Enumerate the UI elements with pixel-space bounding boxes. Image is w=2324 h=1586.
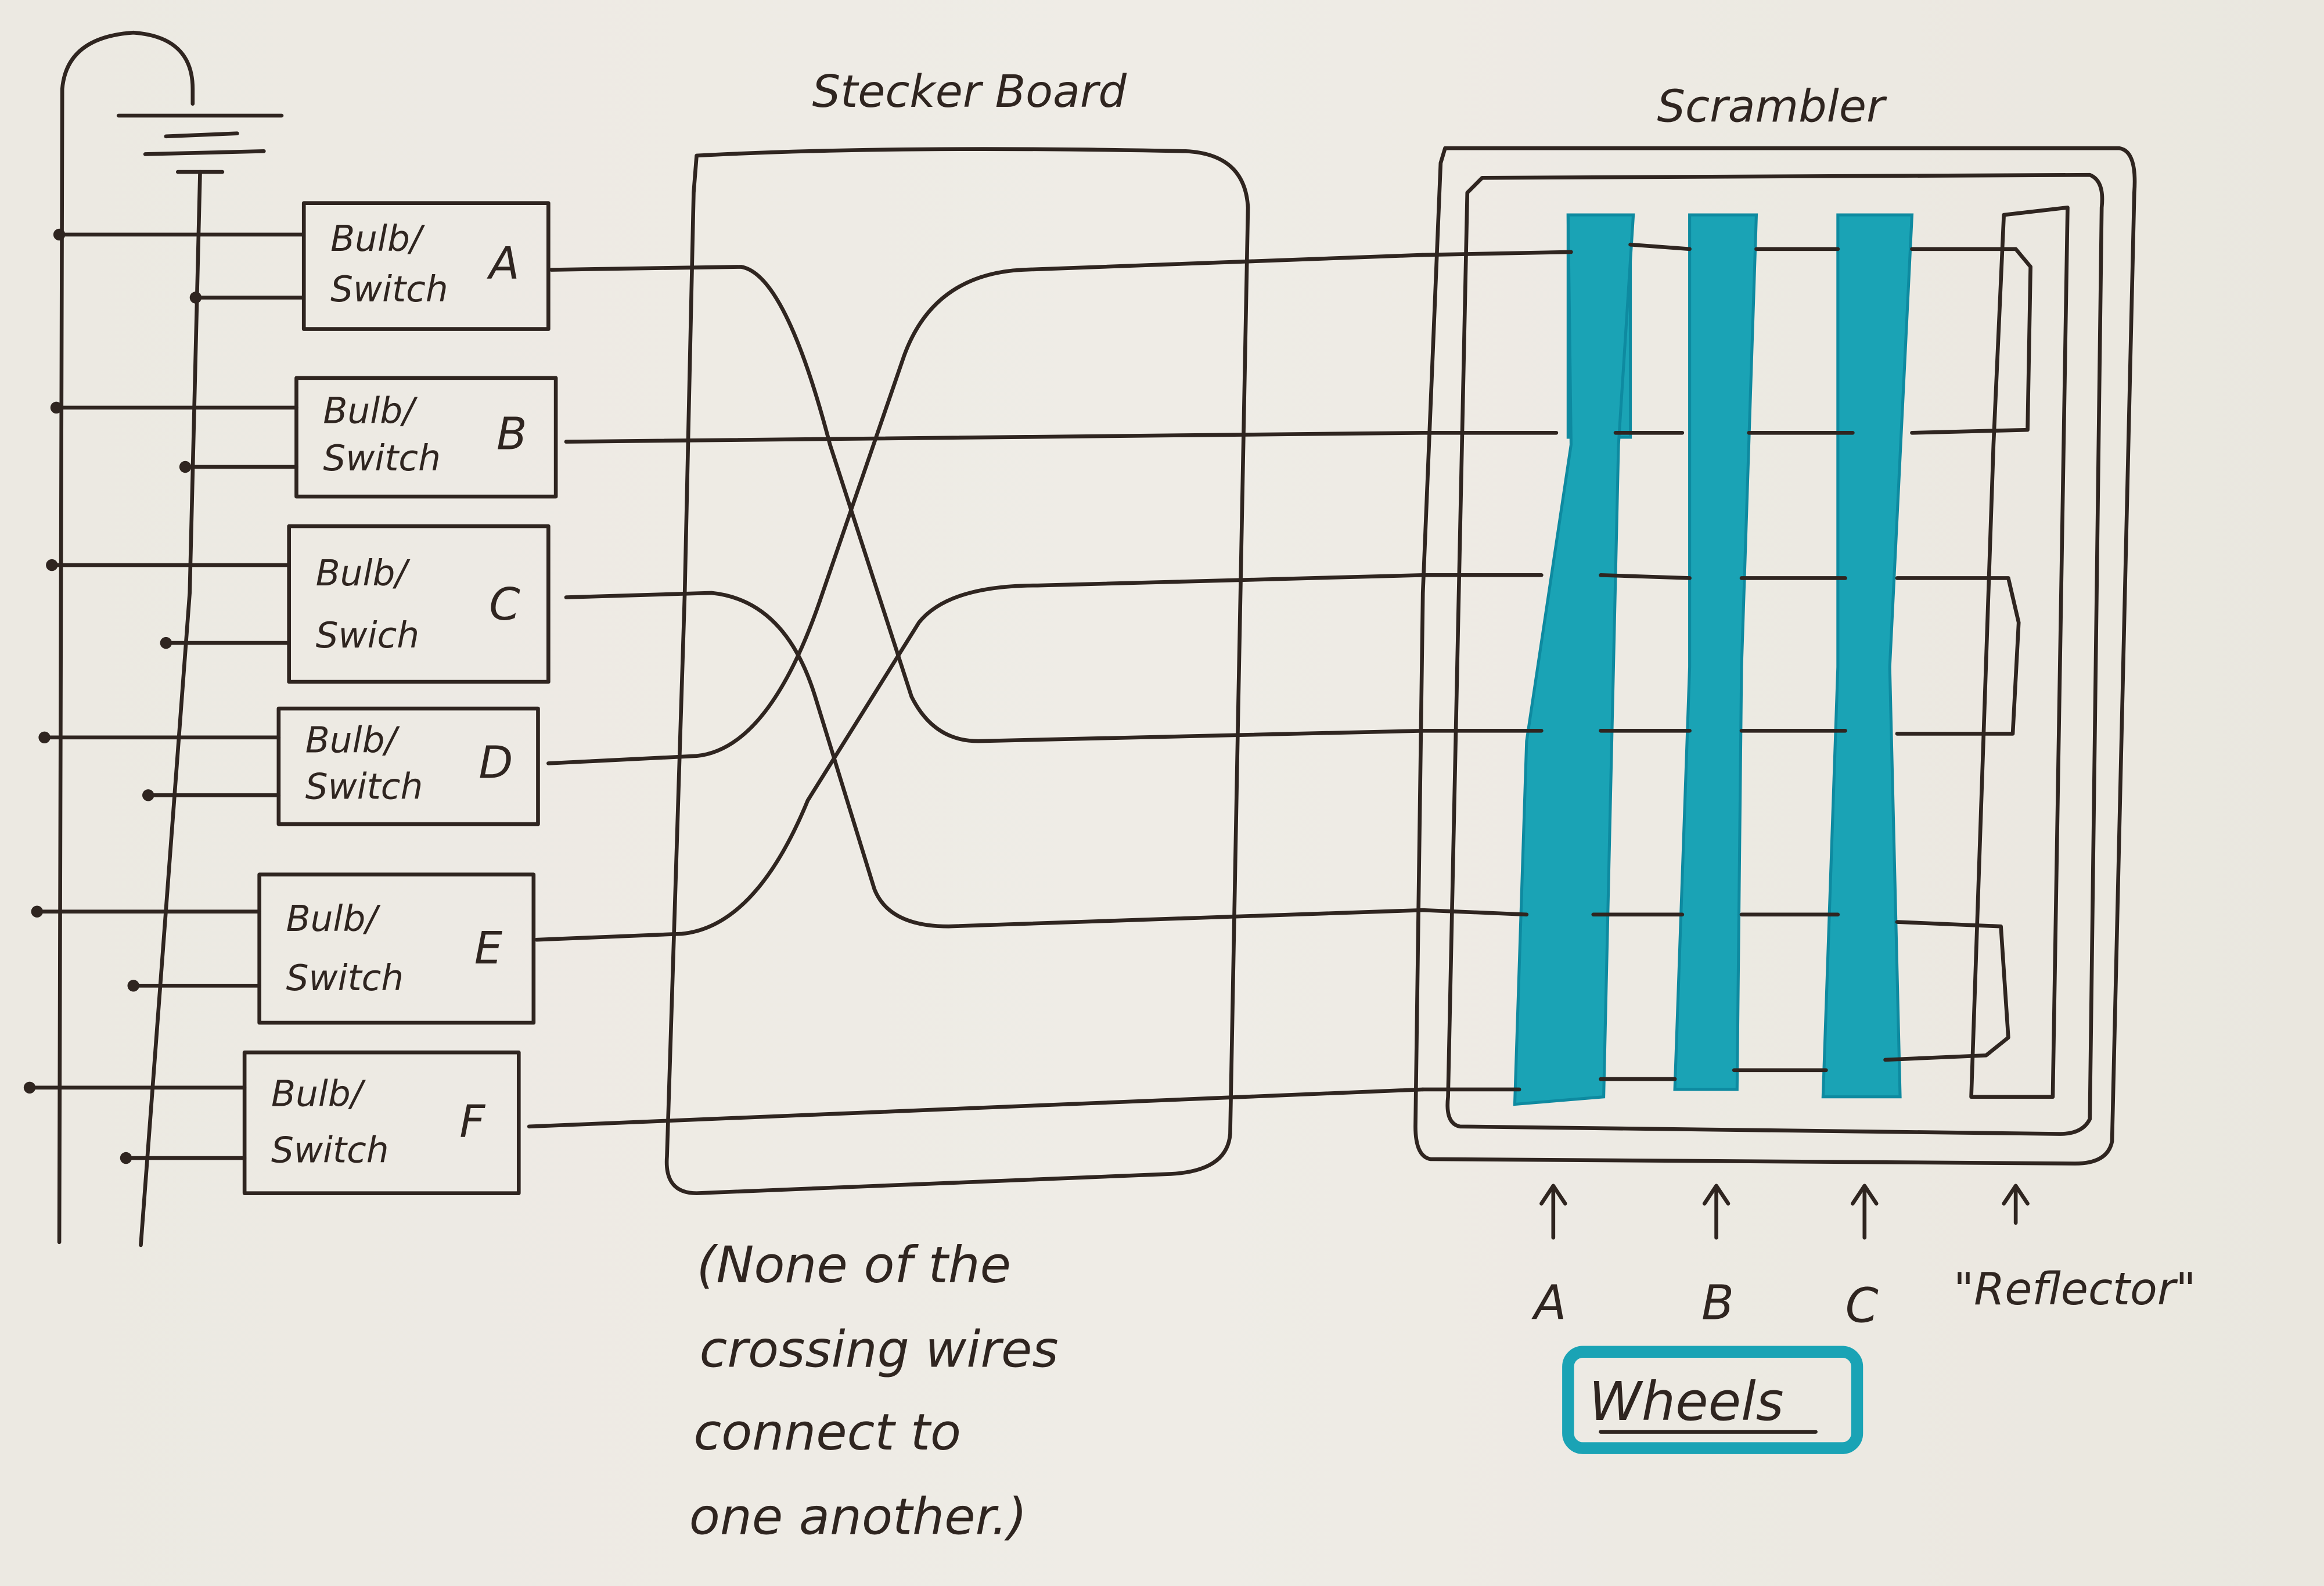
bulb-switch-box <box>301 201 551 331</box>
bulb-switch-box <box>294 376 558 499</box>
wheel-label-a: A <box>1531 1276 1567 1331</box>
bulb-switch-box <box>287 524 551 684</box>
bulb-switch-e[interactable]: Bulb/Switch E <box>31 872 536 1025</box>
junction-dot <box>179 461 192 473</box>
wheels-caption-box <box>1562 1346 1863 1454</box>
wheel-labels: A B C "Reflector" Wheels <box>1531 1184 2196 1454</box>
junction-dot <box>53 228 66 241</box>
scrambler-internal-wires <box>1420 242 2032 1092</box>
bulb-wire <box>57 232 306 300</box>
wheel-b[interactable] <box>1673 213 1758 1091</box>
junction-dot <box>46 559 58 571</box>
junction-dot <box>120 1152 132 1164</box>
bulb-letter: F <box>459 1096 485 1148</box>
bulb-switch-a[interactable]: Bulb/Switch A <box>53 201 551 331</box>
bulb-switch-f[interactable]: Bulb/Switch F <box>23 1050 521 1195</box>
bulb-label-line1: Bulb/ <box>323 390 418 431</box>
reflector[interactable] <box>1969 206 2070 1099</box>
bulb-wire <box>54 405 298 469</box>
bulb-letter: B <box>497 408 527 460</box>
bulb-letter: A <box>486 238 519 290</box>
wheel-label-b: B <box>1701 1276 1734 1331</box>
reflector-label: "Reflector" <box>1954 1264 2196 1315</box>
note-line-2: crossing wires <box>700 1320 1059 1379</box>
junction-dot <box>50 401 63 414</box>
stecker-wires <box>527 253 1425 1129</box>
note-line-1: (None of the <box>697 1236 1011 1294</box>
crossing-note: (None of the crossing wires connect to o… <box>689 1236 1059 1547</box>
bulb-letter: C <box>489 579 520 631</box>
bulb-switch-b[interactable]: Bulb/Switch B <box>50 376 558 499</box>
bulb-letter: E <box>474 923 503 974</box>
bulb-letter: D <box>479 737 513 789</box>
bulb-wire <box>35 909 261 988</box>
bulb-label-line1: Bulb/ <box>305 720 401 761</box>
junction-dot <box>142 789 154 801</box>
bulb-label-line1: Bulb/ <box>286 898 382 940</box>
junction-dot <box>31 905 44 918</box>
bulb-label-line1: Bulb/ <box>330 218 426 260</box>
bulb-label-line1: Bulb/ <box>316 553 411 594</box>
wheel-label-c: C <box>1845 1279 1879 1334</box>
bulb-wire <box>27 1085 247 1160</box>
bulb-wire <box>50 563 292 645</box>
battery-and-power-rails <box>57 30 284 1247</box>
junction-dot <box>38 731 51 743</box>
bulb-switch-box <box>257 872 536 1025</box>
junction-dot <box>189 292 202 304</box>
wheel-c[interactable] <box>1821 213 1914 1099</box>
wheel-a-body[interactable] <box>1513 213 1635 1106</box>
junction-dot <box>160 636 172 649</box>
note-line-4: one another.) <box>689 1488 1027 1547</box>
bulb-label-line2: Switch <box>330 269 448 310</box>
wheels-caption: Wheels <box>1589 1371 1784 1433</box>
bulb-label-line2: Switch <box>323 438 441 479</box>
note-line-3: connect to <box>693 1403 961 1462</box>
bulb-label-line1: Bulb/ <box>271 1073 366 1114</box>
stecker-board: Stecker Board <box>664 66 1250 1195</box>
bulb-switch-c[interactable]: Bulb/Swich C <box>46 524 551 684</box>
bulb-label-line2: Switch <box>271 1130 389 1171</box>
bulb-label-line2: Switch <box>286 958 404 999</box>
bulb-switch-box <box>242 1050 521 1195</box>
bulb-wire <box>42 735 281 797</box>
bulb-switch-box <box>276 706 540 826</box>
junction-dot <box>127 980 139 992</box>
scrambler: Scrambler <box>1413 81 2137 1166</box>
bulb-switch-d[interactable]: Bulb/Switch D <box>38 706 540 826</box>
bulb-label-line2: Swich <box>316 615 419 656</box>
stecker-board-title: Stecker Board <box>812 66 1127 118</box>
junction-dot <box>23 1081 36 1094</box>
bulb-label-line2: Switch <box>305 766 423 807</box>
scrambler-title: Scrambler <box>1657 81 1887 132</box>
